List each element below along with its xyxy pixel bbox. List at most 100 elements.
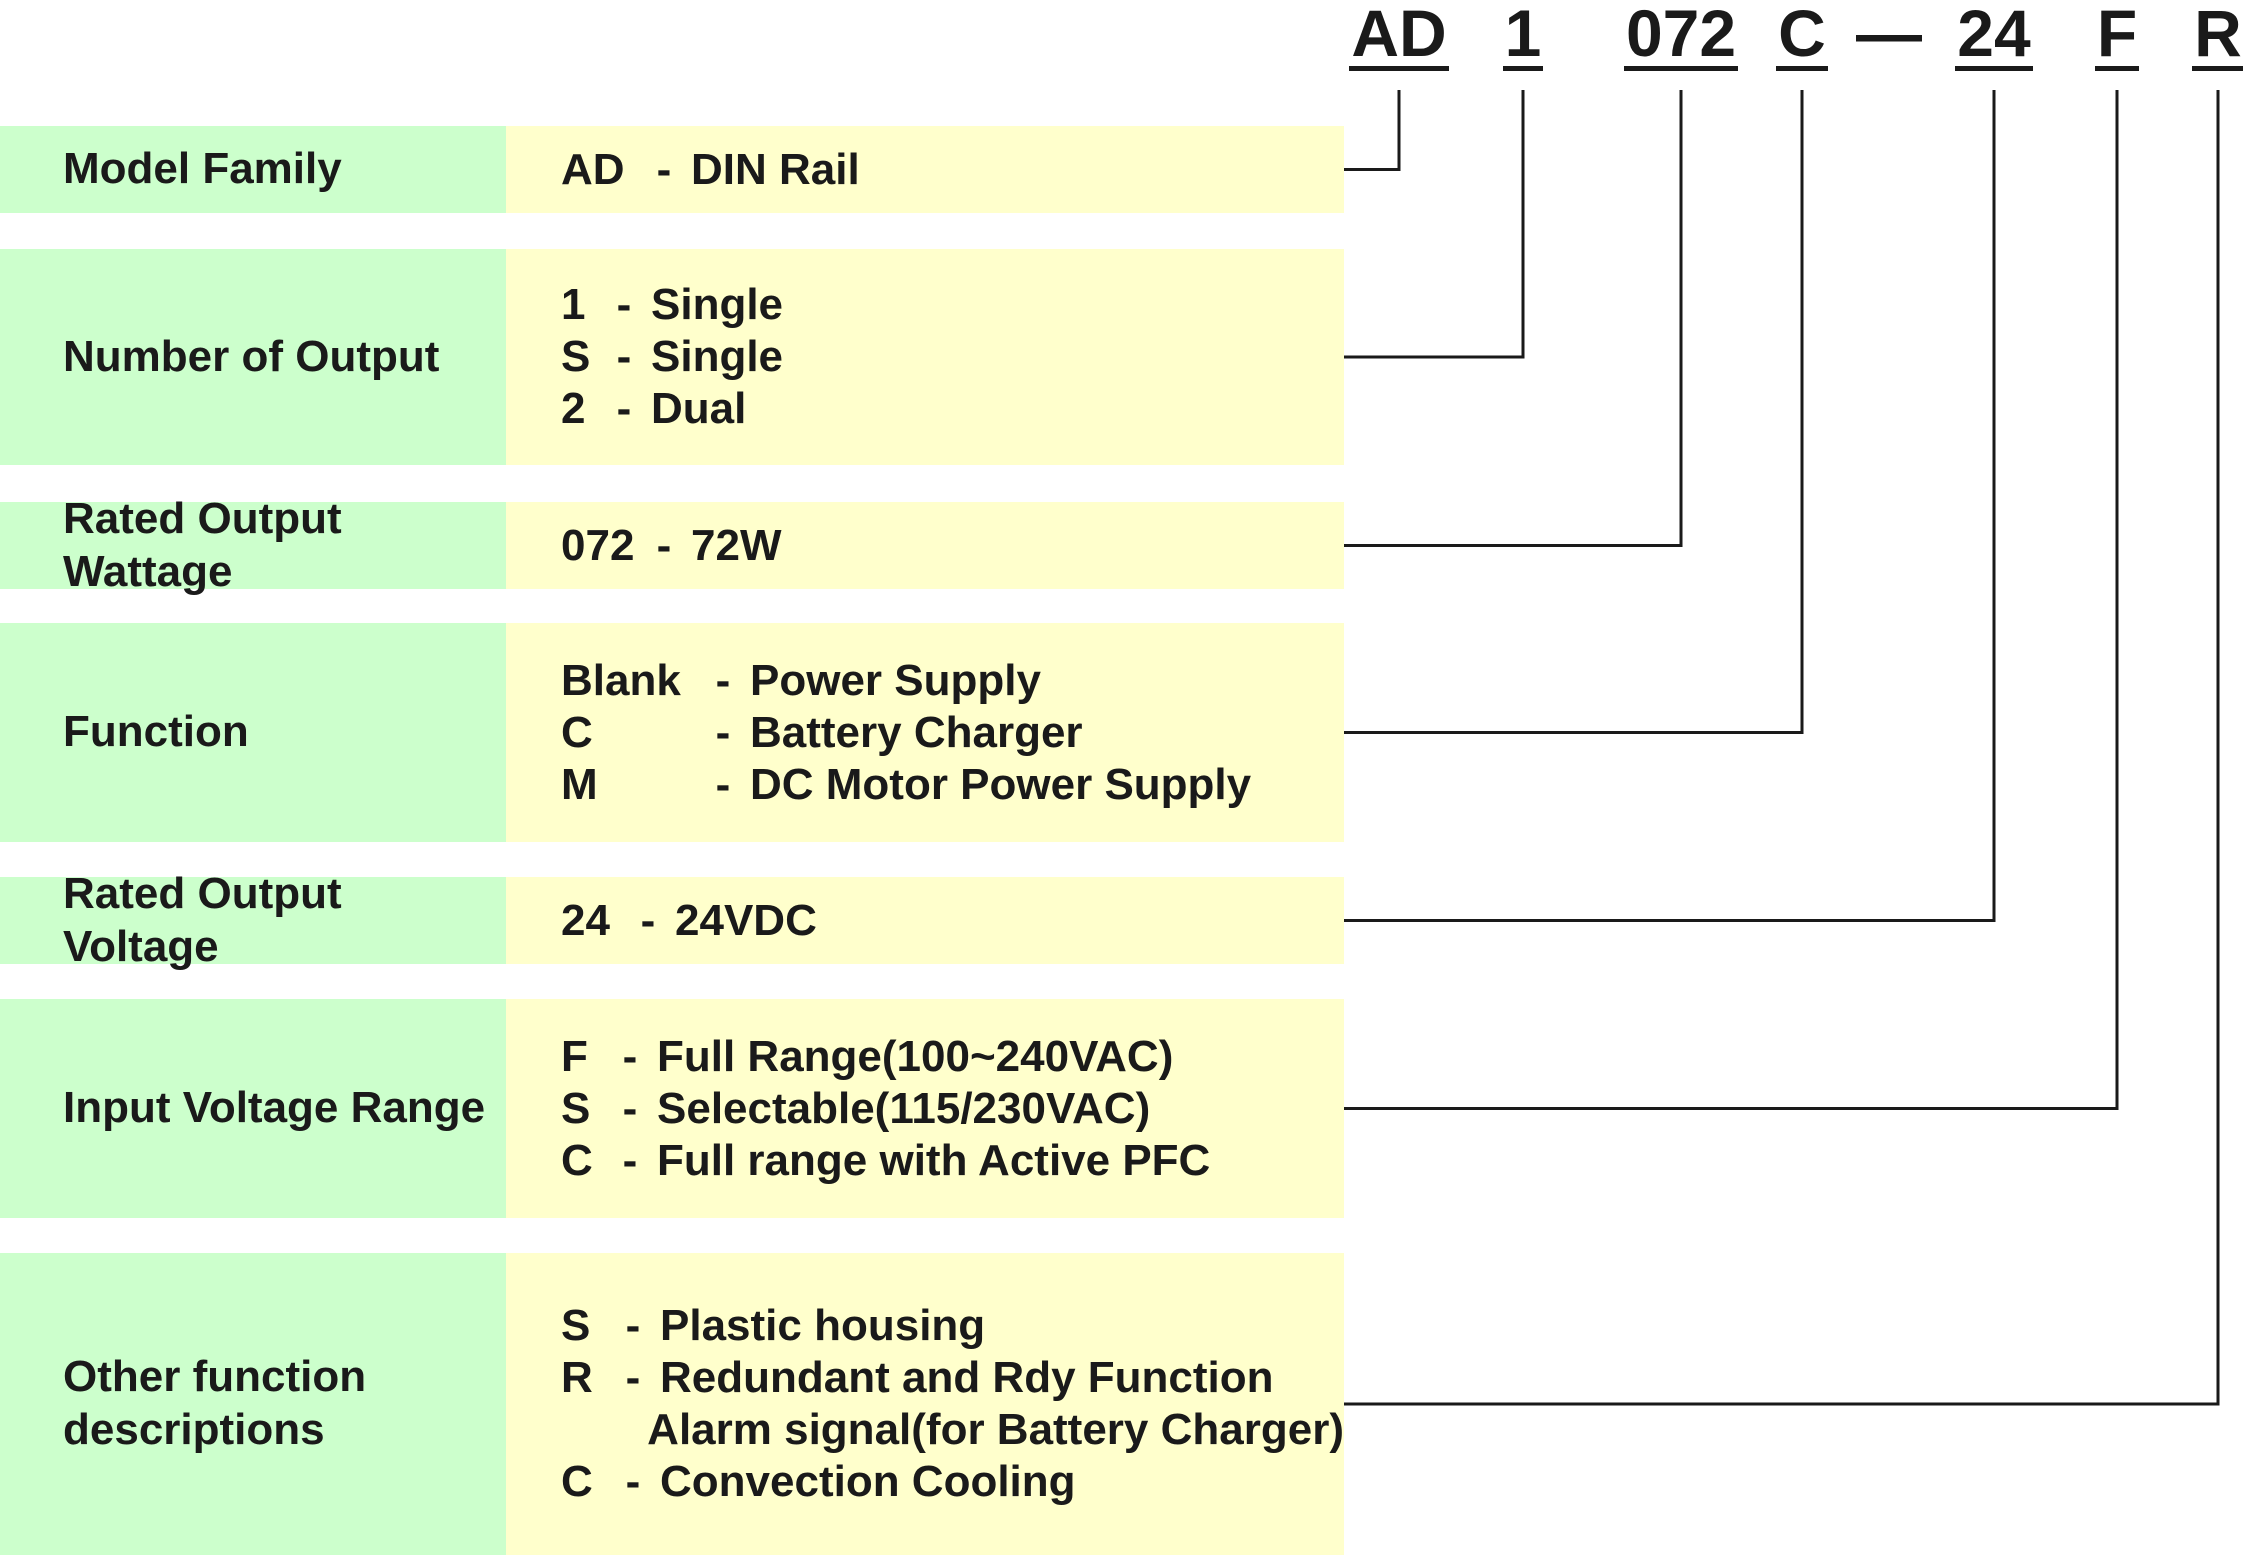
option-dash: - xyxy=(715,655,731,705)
option-dash: - xyxy=(616,280,632,329)
option-dash: - xyxy=(640,895,656,945)
option-item: F-Full Range(100~240VAC) xyxy=(561,1031,1344,1083)
row-options: AD-DIN Rail xyxy=(506,126,1344,213)
option-code: 072 xyxy=(561,520,635,570)
option-description: Full range with Active PFC xyxy=(657,1135,1211,1185)
connector-line-5 xyxy=(1344,90,2119,1110)
option-description: Convection Cooling xyxy=(660,1457,1076,1506)
option-dash: - xyxy=(622,1135,638,1185)
option-code: S xyxy=(561,332,591,381)
option-item: Alarm signal(for Battery Charger) xyxy=(561,1404,1344,1456)
option-code: S xyxy=(561,1083,591,1133)
code-part-4: 24 xyxy=(1946,0,2042,74)
option-item: 072-72W xyxy=(561,520,1344,572)
option-item: C-Convection Cooling xyxy=(561,1456,1344,1508)
option-dash: - xyxy=(656,520,672,570)
row-label-text: Rated Output Voltage xyxy=(63,868,342,971)
option-item: 2-Dual xyxy=(561,383,1344,435)
code-part-text: F xyxy=(2094,0,2140,71)
option-description: Plastic housing xyxy=(660,1301,986,1350)
option-code: AD xyxy=(561,144,625,194)
row-options: F-Full Range(100~240VAC)S-Selectable(115… xyxy=(506,999,1344,1218)
option-code: C xyxy=(561,1135,593,1185)
option-code: 1 xyxy=(561,280,586,329)
option-description: 72W xyxy=(691,520,782,570)
option-description: Alarm signal(for Battery Charger) xyxy=(647,1405,1344,1454)
option-item: 24-24VDC xyxy=(561,895,1344,947)
option-item: AD-DIN Rail xyxy=(561,144,1344,196)
row-label: Input Voltage Range xyxy=(0,999,506,1218)
connector-line-0 xyxy=(1344,90,1401,171)
option-description: DC Motor Power Supply xyxy=(750,759,1252,809)
option-code: F xyxy=(561,1031,588,1081)
row-label: Function xyxy=(0,623,506,842)
code-part-2: 072 xyxy=(1606,0,1756,74)
code-part-text: 24 xyxy=(1955,0,2033,71)
option-item: S-Selectable(115/230VAC) xyxy=(561,1083,1344,1135)
row-label: Rated Output Voltage xyxy=(0,869,506,971)
connector-line-2 xyxy=(1344,90,1683,547)
option-description: 24VDC xyxy=(675,895,817,945)
code-part-text: C xyxy=(1776,0,1828,71)
option-code: 24 xyxy=(561,895,610,945)
code-part-text: AD xyxy=(1349,0,1449,71)
option-dash: - xyxy=(625,1457,641,1506)
row-label: Number of Output xyxy=(0,249,506,465)
option-dash: - xyxy=(616,332,632,381)
option-description: Battery Charger xyxy=(750,707,1083,757)
option-code: R xyxy=(561,1353,593,1402)
option-dash: - xyxy=(656,144,672,194)
code-part-1: 1 xyxy=(1495,0,1551,74)
code-part-3: C xyxy=(1774,0,1830,74)
option-description: Dual xyxy=(651,384,747,433)
option-code: 2 xyxy=(561,384,586,433)
option-code: S xyxy=(561,1301,591,1350)
row-label-text: Model Family xyxy=(63,144,342,194)
option-dash: - xyxy=(622,1031,638,1081)
option-item: R-Redundant and Rdy Function xyxy=(561,1352,1344,1404)
option-dash: - xyxy=(616,384,632,433)
option-description: Power Supply xyxy=(750,655,1041,705)
code-separator: — xyxy=(1856,0,1922,70)
option-item: C-Full range with Active PFC xyxy=(561,1135,1344,1187)
option-item: 1-Single xyxy=(561,279,1344,331)
option-description: DIN Rail xyxy=(691,144,860,194)
code-part-text: 1 xyxy=(1502,0,1544,71)
code-part-6: R xyxy=(2188,0,2243,74)
option-item: M -DC Motor Power Supply xyxy=(561,759,1344,811)
row-label: Other function descriptions xyxy=(0,1253,506,1555)
connector-line-4 xyxy=(1344,90,1996,922)
option-description: Single xyxy=(651,280,784,329)
row-options: 24-24VDC xyxy=(506,877,1344,964)
code-part-0: AD xyxy=(1344,0,1454,74)
option-dash: - xyxy=(625,1353,641,1402)
row-label-text: Input Voltage Range xyxy=(63,1083,486,1133)
row-label: Rated Output Wattage xyxy=(0,494,506,596)
option-description: Full Range(100~240VAC) xyxy=(657,1031,1174,1081)
connector-line-1 xyxy=(1344,90,1525,359)
option-code: M xyxy=(561,759,598,809)
option-code: Blank xyxy=(561,655,681,705)
option-description: Redundant and Rdy Function xyxy=(660,1353,1274,1402)
code-part-text: 072 xyxy=(1623,0,1739,71)
row-label: Model Family xyxy=(0,126,506,213)
option-item: S-Single xyxy=(561,331,1344,383)
connector-line-3 xyxy=(1344,90,1804,734)
option-description: Selectable(115/230VAC) xyxy=(657,1083,1151,1133)
row-label-text: Number of Output xyxy=(63,331,440,381)
option-dash: - xyxy=(715,759,731,809)
option-dash: - xyxy=(625,1301,641,1350)
connector-line-6 xyxy=(1344,90,2220,1406)
code-part-text: R xyxy=(2192,0,2243,71)
code-part-5: F xyxy=(2089,0,2145,74)
option-item: S-Plastic housing xyxy=(561,1300,1344,1352)
option-code: C xyxy=(561,707,593,757)
row-label-text: Rated Output Wattage xyxy=(63,493,342,596)
option-item: C-Battery Charger xyxy=(561,707,1344,759)
row-options: 072-72W xyxy=(506,502,1344,589)
option-dash: - xyxy=(622,1083,638,1133)
